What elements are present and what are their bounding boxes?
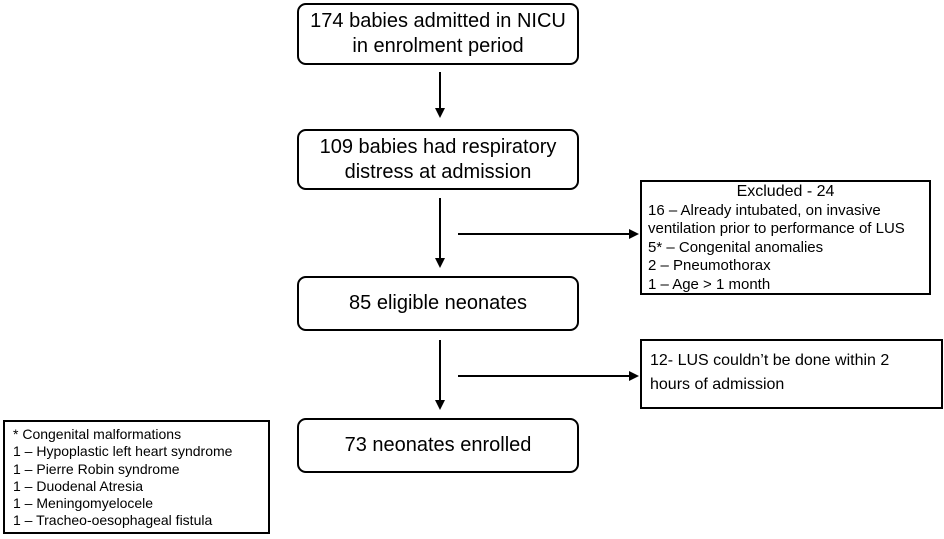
malformations-note-item: 1 – Meningomyelocele (13, 495, 154, 512)
excluded-second-line-2: hours of admission (650, 376, 785, 393)
distress-box: 109 babies had respiratory distress at a… (297, 129, 579, 190)
excluded-first-item: 2 – Pneumothorax (648, 257, 771, 274)
excluded-first-box: Excluded - 24 16 – Already intubated, on… (640, 180, 931, 295)
malformations-note-title: * Congenital malformations (13, 426, 182, 442)
eligible-label: 85 eligible neonates (349, 292, 527, 314)
enrolled-box: 73 neonates enrolled (297, 418, 579, 473)
malformations-note-item: 1 – Hypoplastic left heart syndrome (13, 443, 233, 460)
excluded-first-item: 5* – Congenital anomalies (648, 238, 824, 256)
excluded-first-item: 1 – Age > 1 month (648, 275, 771, 293)
eligible-box: 85 eligible neonates (297, 276, 579, 331)
admitted-line-1: 174 babies admitted in NICU (310, 10, 566, 32)
malformations-note-box: * Congenital malformations 1 – Hypoplast… (3, 420, 270, 534)
excluded-second-line-1: 12- LUS couldn’t be done within 2 (650, 352, 890, 369)
admitted-line-2: in enrolment period (352, 35, 524, 57)
excluded-first-title: Excluded - 24 (736, 183, 835, 200)
malformations-note-item: 1 – Tracheo-oesophageal fistula (13, 512, 213, 529)
admitted-box: 174 babies admitted in NICU in enrolment… (297, 3, 579, 65)
excluded-first-item: ventilation prior to performance of LUS (648, 220, 905, 237)
excluded-first-item: 16 – Already intubated, on invasive (648, 201, 881, 219)
malformations-note-item: 1 – Pierre Robin syndrome (13, 460, 180, 477)
excluded-second-box: 12- LUS couldn’t be done within 2 hours … (640, 339, 943, 409)
distress-line-2: distress at admission (344, 160, 532, 183)
enrolled-label: 73 neonates enrolled (344, 434, 532, 456)
distress-line-1: 109 babies had respiratory (319, 135, 557, 158)
malformations-note-item: 1 – Duodenal Atresia (13, 477, 143, 494)
